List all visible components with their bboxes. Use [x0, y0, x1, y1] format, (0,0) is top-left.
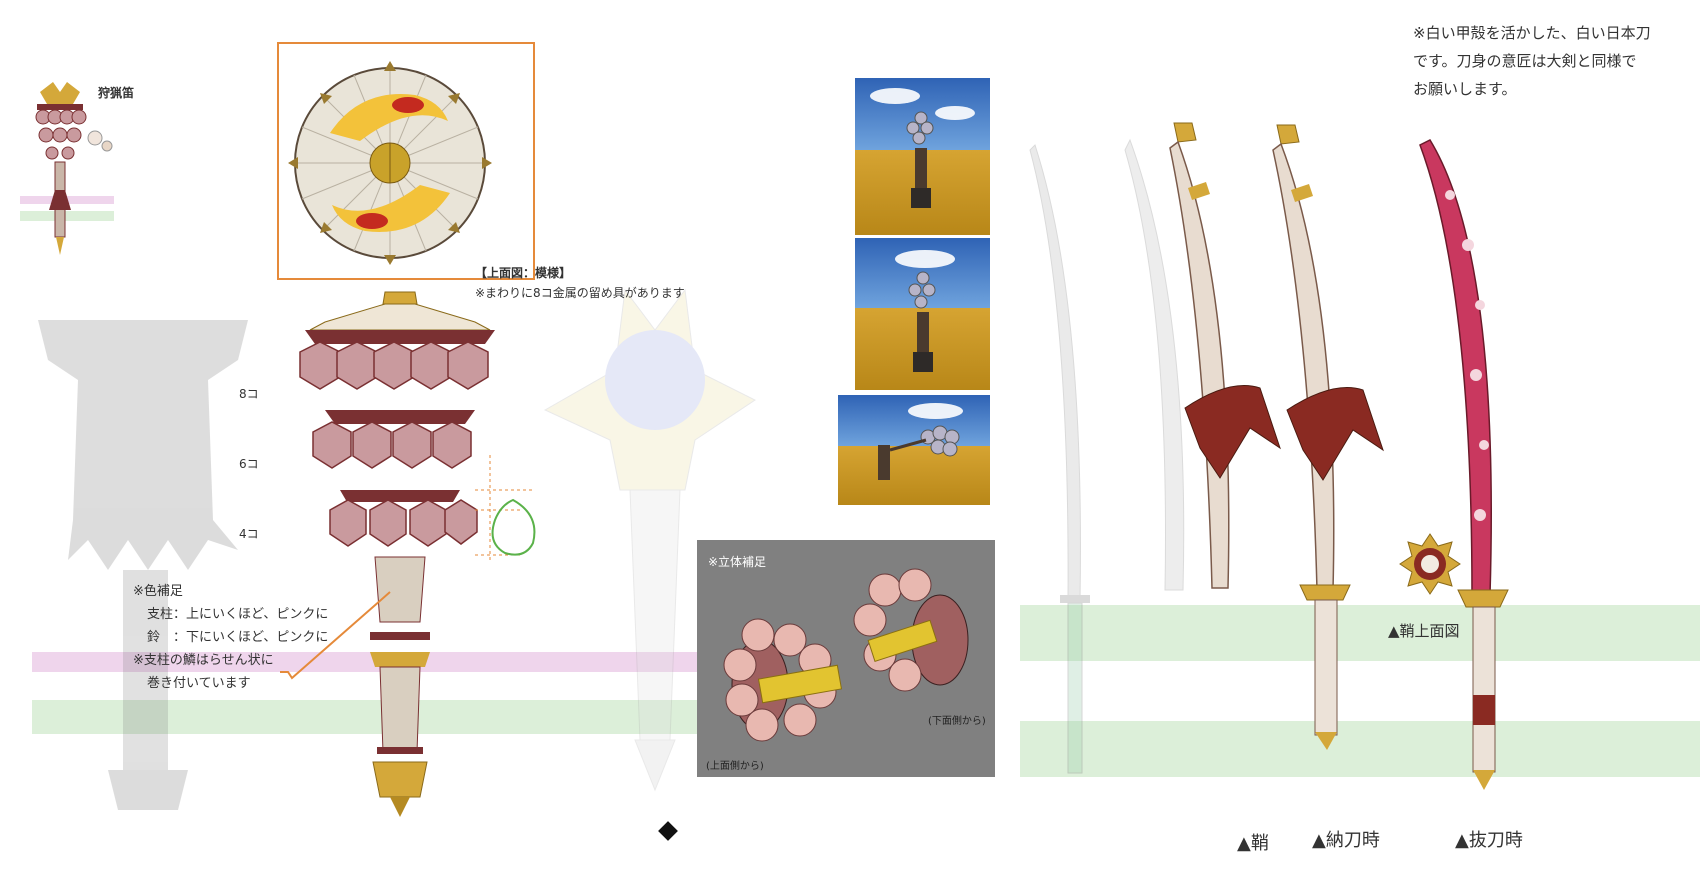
green-guide-stripe-right-2	[1020, 721, 1700, 777]
from-top-label: (上面側から)	[706, 761, 764, 772]
faded-katana-2	[1124, 138, 1185, 591]
leader-line	[280, 591, 391, 680]
diamond-marker-icon	[658, 821, 678, 841]
faded-horn-silhouette-mid	[543, 288, 756, 792]
count-8-label: 8コ	[239, 387, 259, 401]
hunting-horn-main	[299, 291, 495, 817]
green-guide-stripe-right-1	[1020, 605, 1700, 661]
color-note-pillar: 支柱：上にいくほど、ピンクに	[147, 607, 329, 622]
bell-sketch	[475, 455, 536, 560]
katana-batto	[1419, 139, 1509, 790]
top-view-label: 【上面図：模様】	[475, 266, 572, 280]
saya-top-view-badge	[1399, 533, 1461, 595]
saya-top-label: ▲鞘上面図	[1388, 622, 1460, 640]
top-view-disc	[288, 61, 492, 265]
ingame-screenshot-3	[838, 395, 990, 505]
pink-guide-stripe	[32, 652, 697, 672]
green-guide-stripe-small	[20, 211, 114, 221]
katana-saya	[1169, 122, 1281, 589]
solid-supplement-label: ※立体補足	[708, 555, 767, 569]
top-view-frame	[277, 42, 535, 280]
top-view-note: ※まわりに8コ金属の留め具があります	[475, 286, 685, 300]
ingame-screenshot-1	[855, 78, 990, 235]
color-note-scale: ※支柱の鱗はらせん状に	[133, 653, 274, 668]
item-name-label: 狩猟笛	[98, 86, 135, 100]
model-from-bottom	[853, 568, 969, 692]
katana-noto	[1272, 124, 1384, 750]
saya-label: ▲鞘	[1237, 833, 1269, 854]
noto-label: ▲納刀時	[1312, 830, 1380, 851]
color-note-bell: 鈴 ：下にいくほど、ピンクに	[147, 630, 329, 645]
green-guide-stripe	[32, 700, 697, 734]
katana-note-line3: お願いします。	[1413, 80, 1517, 98]
ingame-screenshot-2	[855, 238, 990, 390]
batto-label: ▲抜刀時	[1455, 830, 1523, 851]
katana-note-line2: です。刀身の意匠は大剣と同様で	[1413, 52, 1637, 70]
horn-thumbnail	[35, 82, 113, 255]
faded-horn-silhouette-left	[38, 320, 248, 810]
faded-katana-1	[1029, 144, 1090, 774]
count-4-label: 4コ	[239, 527, 259, 541]
color-note-title: ※色補足	[133, 584, 183, 599]
model-from-top	[723, 618, 843, 742]
count-6-label: 6コ	[239, 457, 259, 471]
color-note-wrap: 巻き付いています	[147, 676, 251, 691]
from-bottom-label: (下面側から)	[928, 716, 986, 727]
katana-note-line1: ※白い甲殻を活かした、白い日本刀	[1413, 24, 1651, 42]
